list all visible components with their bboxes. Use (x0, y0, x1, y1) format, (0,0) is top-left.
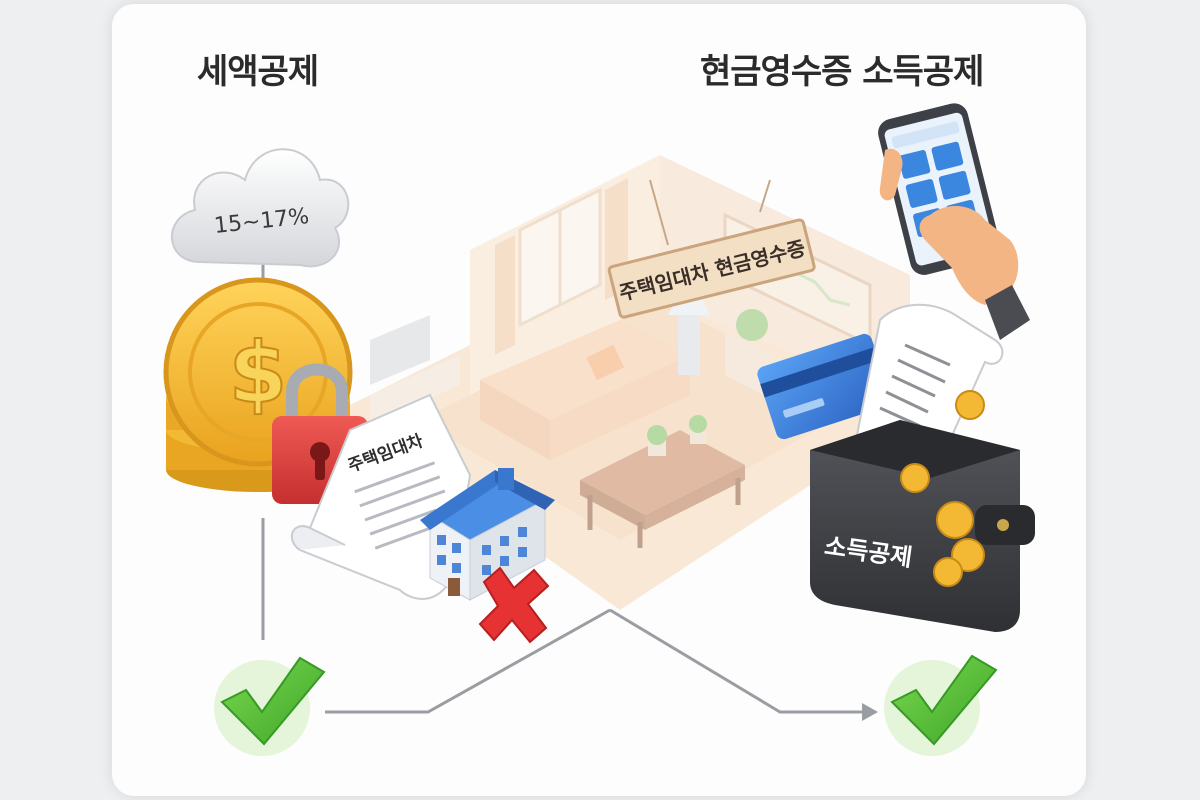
house-icon (420, 468, 555, 601)
check-icon-left (214, 656, 326, 756)
check-icon-right (884, 654, 998, 756)
phone-icon (878, 103, 1030, 340)
wallet-icon: 소득공제 (810, 303, 1035, 632)
room-background (340, 155, 940, 610)
cross-icon (478, 566, 550, 644)
dollar-sign-glyph: $ (229, 324, 287, 422)
credit-card-icon (757, 333, 891, 440)
title-tax-credit: 세액공제 (197, 52, 319, 92)
title-income-deduction: 현금영수증 소득공제 (700, 52, 984, 92)
cloud-icon: 15~17% (170, 148, 350, 268)
